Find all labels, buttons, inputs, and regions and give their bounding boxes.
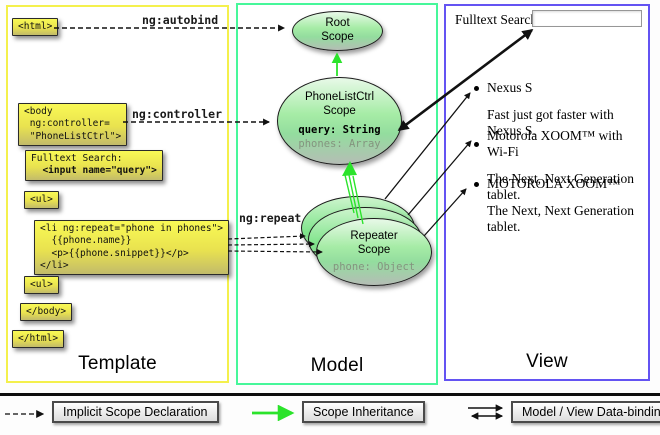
phone-snippet: The Next, Next Generation tablet. [487,171,634,202]
model-panel: Model [236,3,438,385]
code-box-html-close: </html> [12,330,65,349]
phone-title: Motorola XOOM™ with Wi-Fi [487,128,623,159]
phone-title: MOTOROLA XOOM™ [487,176,621,191]
ng-controller-label: ng:controller [132,107,223,121]
code-box-ul-second: <ul> [24,276,59,295]
phonelistctrl-scope-name: PhoneListCtrl Scope [304,91,375,117]
phonelistctrl-scope-ellipse: PhoneListCtrl Scope query: String phones… [277,77,402,165]
fulltext-input-line: <input name="query"> [31,165,157,177]
phone-property: phone: Object [332,260,416,273]
green-arrow-icon [252,405,295,421]
code-box-body-open: <body ng:controller= "PhoneListCtrl"> [18,103,128,147]
double-arrow-icon [468,404,504,420]
bullet-icon [474,181,479,187]
code-box-body-close: </body> [20,303,73,322]
phone-list-item: Motorola XOOM™ with Wi-Fi The Next, Next… [466,128,646,203]
code-box-fulltext-search: Fulltext Search: <input name="query"> [25,150,163,181]
root-scope-ellipse: Root Scope [292,11,383,51]
phones-property: phones: Array [298,137,381,150]
phone-title: Nexus S [487,80,533,95]
phone-list-item: MOTOROLA XOOM™ The Next, Next Generation… [466,176,646,235]
root-scope-name: Root Scope [321,17,354,43]
legend-separator [0,393,660,396]
dashed-arrow-icon [5,410,45,418]
view-panel-label: View [526,351,568,372]
repeater-scope-name: Repeater Scope [350,230,398,256]
repeater-scope-ellipse: Repeater Scope phone: Object [316,218,432,286]
ng-autobind-label: ng:autobind [142,13,219,27]
view-search-input[interactable] [532,10,642,27]
ng-repeat-label: ng:repeat [239,211,302,225]
query-property: query: String [298,124,381,137]
legend-model-view-data-binding: Model / View Data-binding [511,401,660,423]
phone-snippet: The Next, Next Generation tablet. [487,203,634,234]
legend-scope-inheritance: Scope Inheritance [302,401,425,423]
bullet-icon [474,141,479,147]
template-panel-label: Template [78,353,157,374]
code-box-ul-open: <ul> [24,191,59,210]
model-panel-label: Model [310,355,364,376]
legend-implicit-scope-declaration: Implicit Scope Declaration [52,401,219,423]
code-box-li-repeat: <li ng:repeat="phone in phones"> {{phone… [34,220,230,276]
code-box-html-open: <html> [12,18,59,37]
fulltext-label-line: Fulltext Search: [31,153,123,164]
view-search-label: Fulltext Search: [455,12,541,27]
bullet-icon [474,85,479,91]
